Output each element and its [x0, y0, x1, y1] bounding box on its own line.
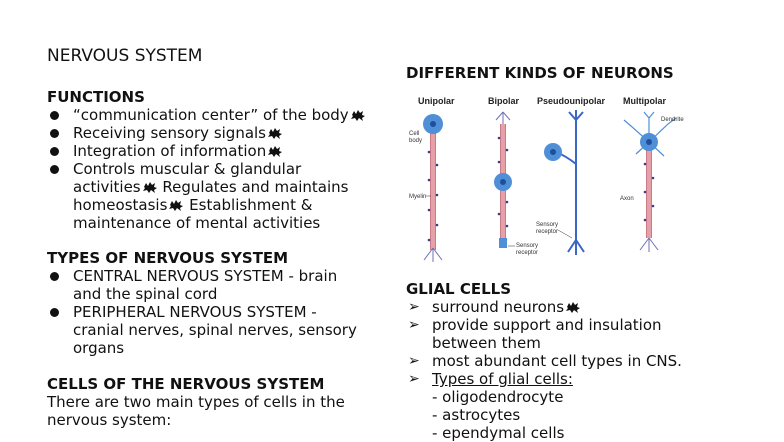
list-item: Integration of information — [47, 142, 387, 160]
blot-icon — [268, 146, 283, 157]
pseudounipolar-neuron — [544, 110, 585, 255]
bullet-icon — [50, 111, 59, 120]
bipolar-neuron — [494, 111, 512, 248]
glial-subtype: - oligodendrocyte — [432, 388, 564, 406]
blot-icon — [350, 110, 365, 121]
list-item: ➢most abundant cell types in CNS. — [408, 352, 682, 370]
label-unipolar: Unipolar — [418, 96, 455, 106]
label-pseudounipolar: Pseudounipolar — [537, 96, 606, 106]
bullet-icon — [50, 129, 59, 138]
cells-heading: CELLS OF THE NERVOUS SYSTEM — [47, 375, 325, 393]
label-sensory-receptor-bipolar-2: receptor — [516, 250, 538, 256]
arrow-bullet-icon: ➢ — [408, 353, 420, 369]
cells-text: There are two main types of cells in the… — [47, 393, 345, 429]
page-title: NERVOUS SYSTEM — [47, 46, 203, 66]
multipolar-neuron — [623, 111, 677, 252]
label-bipolar: Bipolar — [488, 96, 520, 106]
label-cell-body-1: Cell — [409, 131, 419, 137]
label-sensory-receptor-bipolar-1: Sensory — [516, 243, 538, 249]
functions-heading: FUNCTIONS — [47, 88, 145, 106]
bullet-icon — [50, 147, 59, 156]
label-dendrite: Dendrite — [661, 117, 684, 123]
label-sensory-receptor-pseudo-2: receptor — [536, 229, 558, 235]
blot-icon — [142, 182, 157, 193]
blot-icon — [169, 200, 184, 211]
arrow-bullet-icon: ➢ — [408, 299, 420, 315]
list-item: “communication center” of the body — [47, 106, 387, 124]
list-item: ➢Types of glial cells: — [408, 370, 573, 388]
types-heading: TYPES OF NERVOUS SYSTEM — [47, 249, 289, 267]
label-cell-body-2: body — [409, 138, 422, 144]
blot-icon — [268, 128, 283, 139]
functions-list: “communication center” of the body Recei… — [47, 106, 387, 232]
blot-icon — [566, 302, 581, 313]
glial-subtypes: - oligodendrocyte - astrocytes - ependym… — [406, 388, 564, 442]
glial-subtype: - ependymal cells — [432, 424, 565, 442]
glial-list: ➢surround neurons ➢provide support and i… — [406, 298, 766, 388]
label-multipolar: Multipolar — [623, 96, 666, 106]
neuron-types-figure: Unipolar Bipolar Pseudounipolar Multipol… — [406, 90, 686, 262]
bullet-icon — [50, 272, 59, 281]
bullet-icon — [50, 165, 59, 174]
arrow-bullet-icon: ➢ — [408, 317, 420, 333]
bullet-icon — [50, 308, 59, 317]
label-sensory-receptor-pseudo-1: Sensory — [536, 222, 558, 228]
glial-subtype: - astrocytes — [432, 406, 521, 424]
label-myelin: Myelin — [409, 194, 426, 200]
list-item: Receiving sensory signals — [47, 124, 387, 142]
arrow-bullet-icon: ➢ — [408, 371, 420, 387]
label-axon: Axon — [620, 196, 634, 202]
neurons-heading: DIFFERENT KINDS OF NEURONS — [406, 64, 674, 82]
unipolar-neuron — [423, 114, 443, 262]
list-item: ➢surround neurons — [406, 298, 766, 316]
glial-heading: GLIAL CELLS — [406, 280, 512, 298]
list-item: PERIPHERAL NERVOUS SYSTEM -cranial nerve… — [47, 303, 387, 357]
